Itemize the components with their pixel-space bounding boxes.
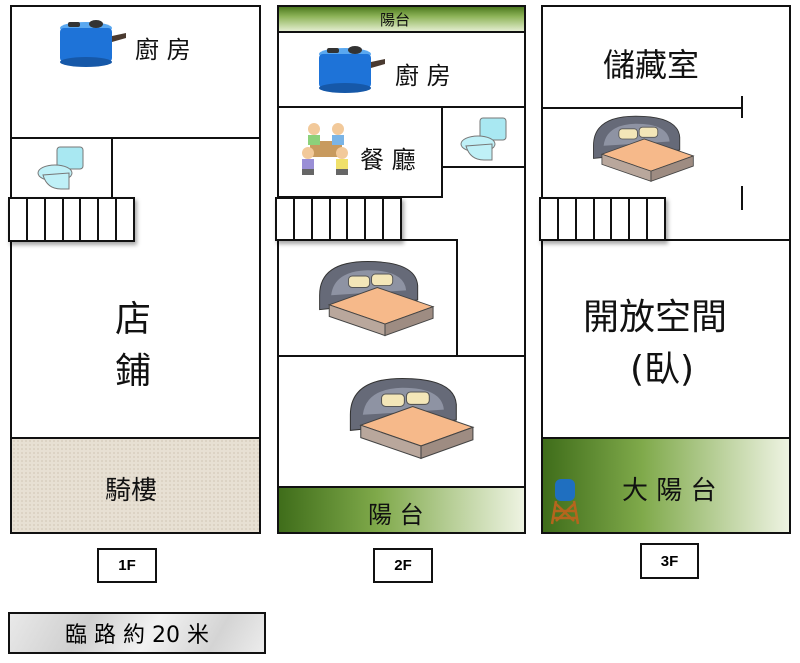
- staircase: [275, 197, 402, 241]
- staircase: [539, 197, 666, 241]
- toilet-icon: [458, 114, 508, 164]
- wall: [441, 106, 443, 198]
- water-tower-icon: [550, 475, 580, 527]
- room-label-shop-1: 店: [115, 299, 152, 340]
- toilet-icon: [35, 143, 85, 193]
- wall: [741, 96, 743, 118]
- wall: [10, 137, 261, 139]
- wall: [665, 239, 791, 241]
- balcony-top: [277, 5, 526, 33]
- wall: [541, 107, 743, 109]
- wall: [456, 239, 458, 357]
- wall: [741, 186, 743, 210]
- arcade-area: [10, 437, 261, 534]
- wall: [441, 166, 526, 168]
- diners-icon: [296, 116, 356, 182]
- wall: [111, 137, 113, 197]
- floor-label-3f: 3F: [640, 543, 699, 579]
- floor-label-2f: 2F: [373, 548, 433, 583]
- room-label-balcony-top: 陽台: [380, 11, 411, 29]
- wall: [277, 355, 526, 357]
- balcony-bottom: [277, 486, 526, 534]
- room-label-kitchen: 廚 房: [135, 36, 191, 64]
- room-label-kitchen: 廚 房: [395, 62, 451, 90]
- room-label-open-space-sub: (臥): [630, 349, 695, 390]
- staircase: [8, 197, 135, 242]
- floor-label-1f: 1F: [97, 548, 157, 583]
- bed-icon: [310, 255, 435, 345]
- pot-icon: [55, 18, 127, 68]
- room-label-storage: 儲藏室: [603, 46, 700, 84]
- wall: [277, 106, 526, 108]
- road-width-label: 臨 路 約 20 米: [8, 612, 266, 654]
- wall: [277, 239, 458, 241]
- bed-icon: [340, 370, 475, 470]
- big-balcony: [541, 437, 791, 534]
- room-label-balcony-bottom: 陽 台: [368, 501, 424, 529]
- room-label-arcade: 騎樓: [105, 476, 158, 506]
- room-label-dining: 餐 廳: [360, 146, 416, 174]
- room-label-shop-2: 鋪: [115, 351, 152, 392]
- bed-icon: [585, 110, 695, 190]
- room-label-open-space: 開放空間: [583, 297, 728, 338]
- room-label-big-balcony: 大 陽 台: [622, 476, 717, 506]
- pot-icon: [314, 44, 386, 94]
